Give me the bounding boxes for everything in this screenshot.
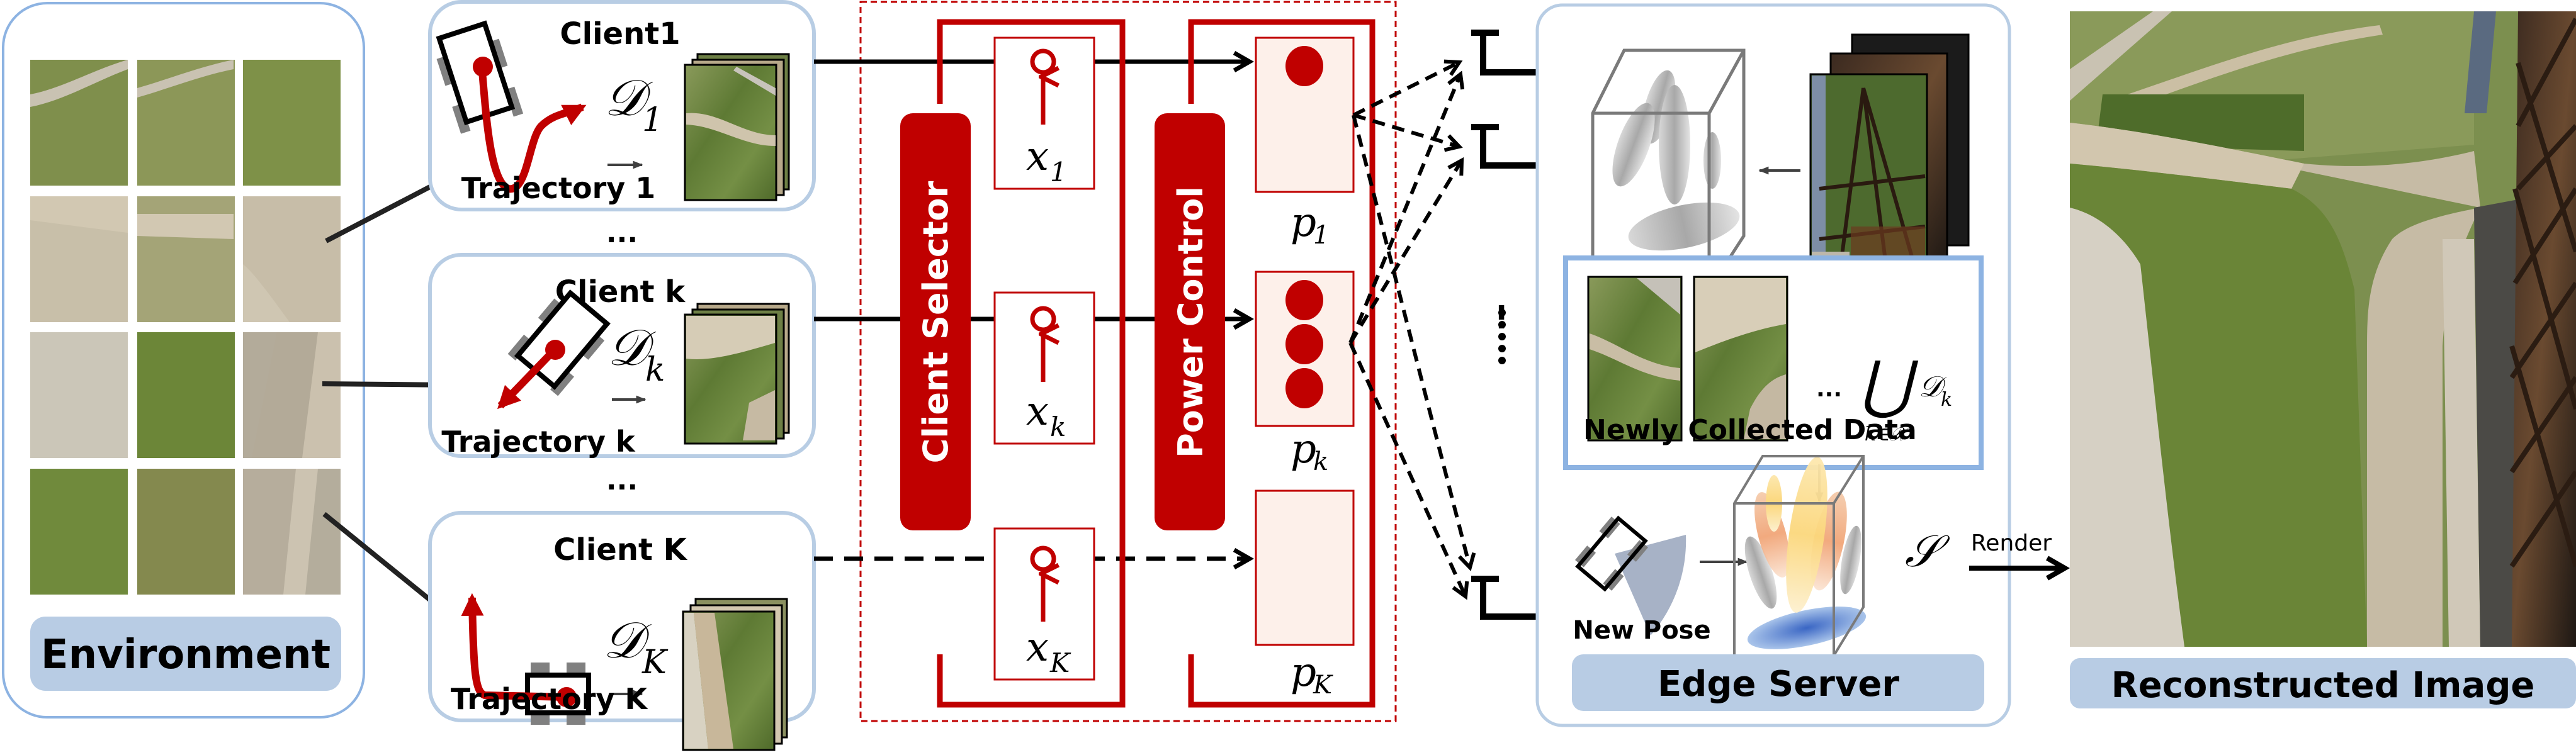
newly-collected-label: Newly Collected Data [1583, 414, 1917, 446]
environment-tile [137, 469, 235, 595]
client-selector-frame [937, 19, 1126, 708]
environment-label-bg [30, 617, 341, 691]
selection-variable: x [1026, 624, 1049, 671]
scene-cube [1733, 455, 1867, 657]
trajectory-k-path [497, 347, 557, 410]
render-label: Render [1971, 530, 2052, 556]
edge-server-label: Edge Server [1658, 664, 1899, 705]
dataset-K-sub: K [641, 644, 669, 681]
switch-node-icon[interactable] [1030, 48, 1056, 75]
image-stack-1 [684, 53, 790, 201]
clients-ellipsis-2: ... [606, 464, 638, 496]
car-center-dot [545, 340, 565, 360]
selection-variable-sub: k [1050, 411, 1066, 442]
union-symbol: ⋃ [1860, 347, 1919, 421]
reconstructed-label: Reconstructed Image [2111, 665, 2535, 706]
antenna-icon-3 [1471, 576, 1536, 620]
car-center-dot [556, 687, 577, 707]
collected-ellipsis: ... [1816, 376, 1842, 402]
power-unit-dot [1285, 324, 1323, 364]
edge-server-label-bg [1572, 654, 1984, 711]
antenna-icon-1 [1471, 30, 1536, 76]
prior-image-stack [1809, 33, 1970, 286]
tx-arrow-k-2 [1348, 157, 1464, 344]
trajectory-K-label: Trajectory K [451, 682, 649, 716]
power-unit-dot [1285, 368, 1323, 408]
power-variable: p [1291, 199, 1316, 246]
client-selector-bar[interactable] [900, 113, 971, 530]
environment-tile-grid [30, 60, 341, 595]
trajectory-1-label: Trajectory 1 [461, 171, 656, 205]
switch-node-icon[interactable] [1030, 545, 1056, 572]
environment-label: Environment [41, 632, 330, 678]
trajectory-k-label: Trajectory k [441, 425, 636, 459]
switch-node-icon[interactable] [1030, 306, 1056, 332]
power-control-frame [1188, 19, 1376, 708]
trajectory-K-path [461, 593, 567, 701]
power-box-2: pk [1255, 271, 1355, 476]
car-center-dot [473, 57, 493, 77]
power-variable: p [1291, 649, 1316, 696]
tx-arrow-1-1 [1352, 59, 1463, 117]
tx-arrow-k-1 [1348, 70, 1465, 344]
environment-panel: Environment [2, 2, 365, 719]
power-control-label: Power Control [1171, 186, 1211, 458]
selection-variable: x [1026, 388, 1049, 435]
clients-ellipsis-1: ... [606, 217, 638, 249]
environment-tile [30, 469, 128, 595]
reconstructed-image [2070, 11, 2576, 647]
client-panel-1: Client1 𝒟 1 Trajectory 1 [428, 0, 816, 211]
client-1-title: Client1 [560, 16, 680, 52]
power-unit-dot [1285, 280, 1323, 320]
antenna-icon-2 [1471, 124, 1536, 169]
image-stack-k [684, 303, 790, 445]
tx-arrow-k-3 [1348, 342, 1469, 600]
antennas-ellipsis: ⋮ [1486, 299, 1517, 335]
edge-server-panel: 𝒮 ′ ℰ ′ ... ⋃ 𝒟 k k∈𝒳 Newly Collected Da… [1535, 3, 2011, 727]
power-variable-sub: k [1313, 447, 1328, 476]
selection-variable: x [1026, 133, 1049, 180]
tx-arrow-1-3 [1352, 115, 1476, 571]
power-variable: p [1291, 426, 1316, 473]
client-panel-k: Client k 𝒟 k Trajectory k [428, 253, 816, 459]
client-K-title: Client K [553, 532, 688, 568]
client-panel-K: Client K 𝒟 K Trajectory K [428, 511, 816, 751]
transmission-arrows [1348, 59, 1476, 600]
newly-collected-data-box: ... ⋃ 𝒟 k k∈𝒳 Newly Collected Data [1563, 255, 1984, 470]
vertical-dots [1498, 309, 1506, 364]
power-variable-sub: 1 [1313, 221, 1329, 250]
dataset-1-sub: 1 [642, 101, 663, 139]
tx-arrow-1-2 [1353, 113, 1463, 152]
power-box-1: p1 [1255, 36, 1355, 250]
selection-variable-sub: K [1049, 647, 1071, 678]
scheduler-dashed-frame [859, 1, 1397, 722]
new-pose-label: New Pose [1573, 616, 1710, 645]
power-box-3: pK [1255, 489, 1355, 700]
power-box-frame [1255, 489, 1355, 646]
trajectory-1-path [478, 64, 587, 193]
dataset-k-sub: k [645, 351, 665, 389]
prior-scene-cube [1591, 48, 1746, 291]
power-unit-dot [1285, 46, 1323, 86]
environment-tile [243, 60, 341, 186]
union-index: k∈𝒳 [1865, 423, 1911, 445]
selection-variable-sub: 1 [1050, 157, 1067, 187]
union-term-sub: k [1941, 389, 1952, 411]
client-selector-label: Client Selector [916, 181, 956, 463]
power-variable-sub: K [1313, 671, 1333, 700]
environment-tile [30, 332, 128, 458]
power-control-bar[interactable] [1155, 113, 1225, 530]
reconstructed-label-bg [2070, 658, 2576, 708]
antennas [1471, 30, 1536, 620]
new-pose-camera [1574, 515, 1686, 635]
environment-tile [137, 332, 235, 458]
image-stack-K [682, 598, 788, 751]
